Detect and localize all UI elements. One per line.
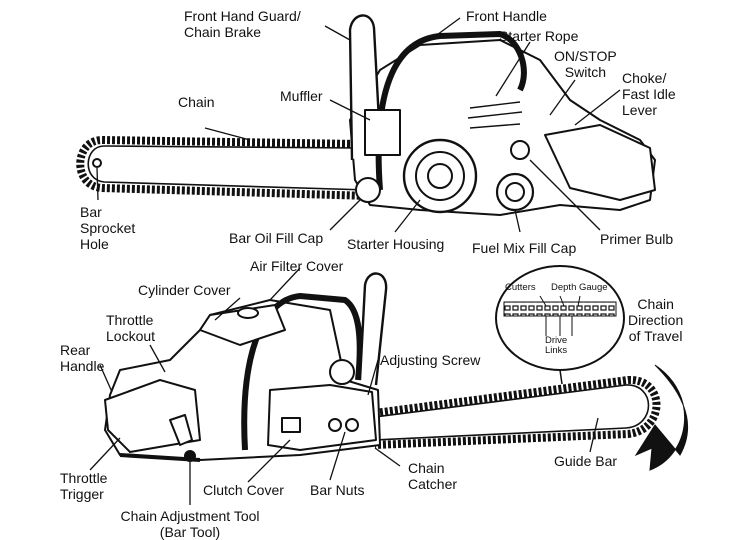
label-air-filter-cover: Air Filter Cover (250, 258, 344, 274)
label-adjusting-screw: Adjusting Screw (380, 352, 481, 368)
label-front-hand-guard: Front Hand Guard/ Chain Brake (184, 8, 301, 40)
top-chain (76, 136, 371, 200)
label-bar-nuts: Bar Nuts (310, 482, 365, 498)
label-inset-cutters: Cutters (505, 282, 536, 293)
top-bar-oil-cap (355, 177, 381, 203)
top-guide-bar (87, 145, 369, 191)
label-starter-rope: Starter Rope (499, 28, 579, 44)
label-throttle-trigger: Throttle Trigger (60, 470, 108, 502)
label-front-handle: Front Handle (466, 8, 547, 24)
label-on-stop-switch: ON/STOP Switch (554, 48, 617, 80)
label-chain-catcher: Chain Catcher (408, 460, 458, 492)
top-muffler (364, 109, 401, 156)
label-cylinder-cover: Cylinder Cover (138, 282, 231, 298)
label-throttle-lockout: Throttle Lockout (106, 312, 156, 344)
direction-arrow (634, 364, 689, 471)
chain-inset (495, 265, 625, 385)
clutch-slot (281, 417, 301, 433)
label-chain-direction: Chain Direction of Travel (628, 296, 684, 344)
label-starter-housing: Starter Housing (347, 236, 445, 252)
top-rear-handle (544, 124, 656, 201)
label-clutch-cover: Clutch Cover (203, 482, 284, 498)
bottom-air-filter-knob (237, 307, 259, 319)
bottom-clutch-cover (267, 384, 377, 451)
label-chain-adjustment-tool: Chain Adjustment Tool (Bar Tool) (120, 508, 260, 540)
label-choke-lever: Choke/ Fast Idle Lever (622, 70, 676, 118)
leader-lines (89, 17, 621, 505)
label-inset-depth-gauge: Depth Gauge (551, 282, 608, 293)
bottom-trigger (169, 414, 193, 446)
inset-chain-strip (503, 301, 617, 317)
label-rear-handle: Rear Handle (60, 342, 105, 374)
bottom-chain (374, 375, 661, 449)
bottom-chainsaw (104, 272, 661, 462)
label-bar-oil-fill-cap: Bar Oil Fill Cap (229, 230, 324, 246)
label-guide-bar: Guide Bar (554, 453, 618, 469)
bottom-bar-nut-1 (328, 418, 342, 432)
bottom-guide-bar (374, 384, 650, 441)
label-chain: Chain (178, 94, 215, 110)
bar-sprocket-hole-shape (92, 158, 102, 168)
bottom-front-handle (241, 293, 363, 451)
bottom-hand-guard (358, 272, 388, 386)
label-muffler: Muffler (280, 88, 323, 104)
bottom-bar-nut-2 (345, 418, 359, 432)
label-inset-drive-links: Drive Links (545, 335, 568, 356)
top-chainsaw (76, 14, 656, 216)
label-fuel-mix-fill-cap: Fuel Mix Fill Cap (472, 240, 577, 256)
label-primer-bulb: Primer Bulb (600, 231, 674, 247)
label-bar-sprocket-hole: Bar Sprocket Hole (80, 204, 136, 252)
top-primer-bulb (510, 140, 530, 160)
